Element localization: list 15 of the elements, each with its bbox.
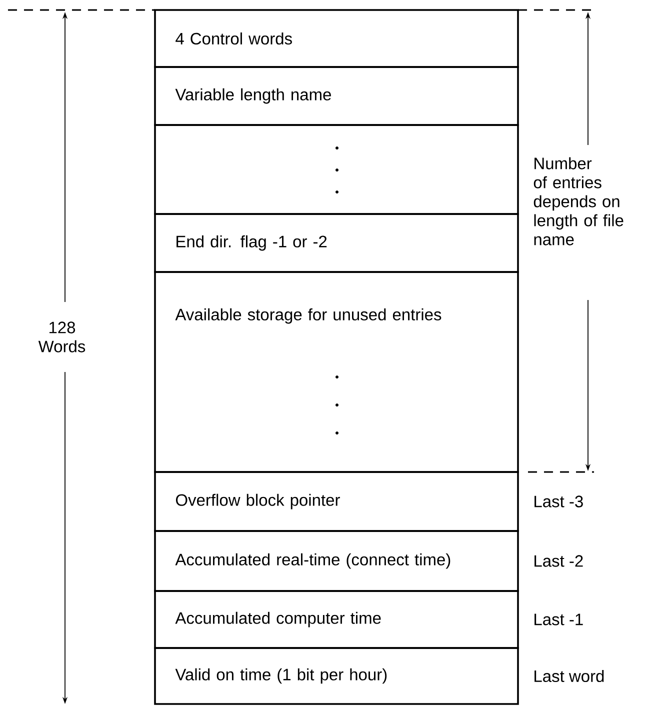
storage-box: Available storage for unused entries [154, 271, 519, 473]
dimension-label: 128 Words [38, 322, 86, 352]
row-label: Last word [534, 670, 604, 682]
memory-row: 4 Control words [154, 9, 519, 68]
memory-row: Accumulated computer time [154, 590, 519, 649]
memory-row: End dir. flag -1 or -2 [154, 213, 519, 273]
row-label: Last -3 [534, 496, 583, 508]
row-label: Last -1 [534, 614, 583, 626]
dimension-label: Number of entries depends on length of file name [534, 157, 624, 246]
memory-row: Overflow block pointer [154, 471, 519, 532]
memory-row: Valid on time (1 bit per hour) [154, 647, 519, 705]
memory-row: Variable length name [154, 66, 519, 126]
memory-row [154, 124, 519, 215]
memory-row: Accumulated real-time (connect time) [154, 530, 519, 592]
row-label: Last -2 [534, 555, 583, 567]
